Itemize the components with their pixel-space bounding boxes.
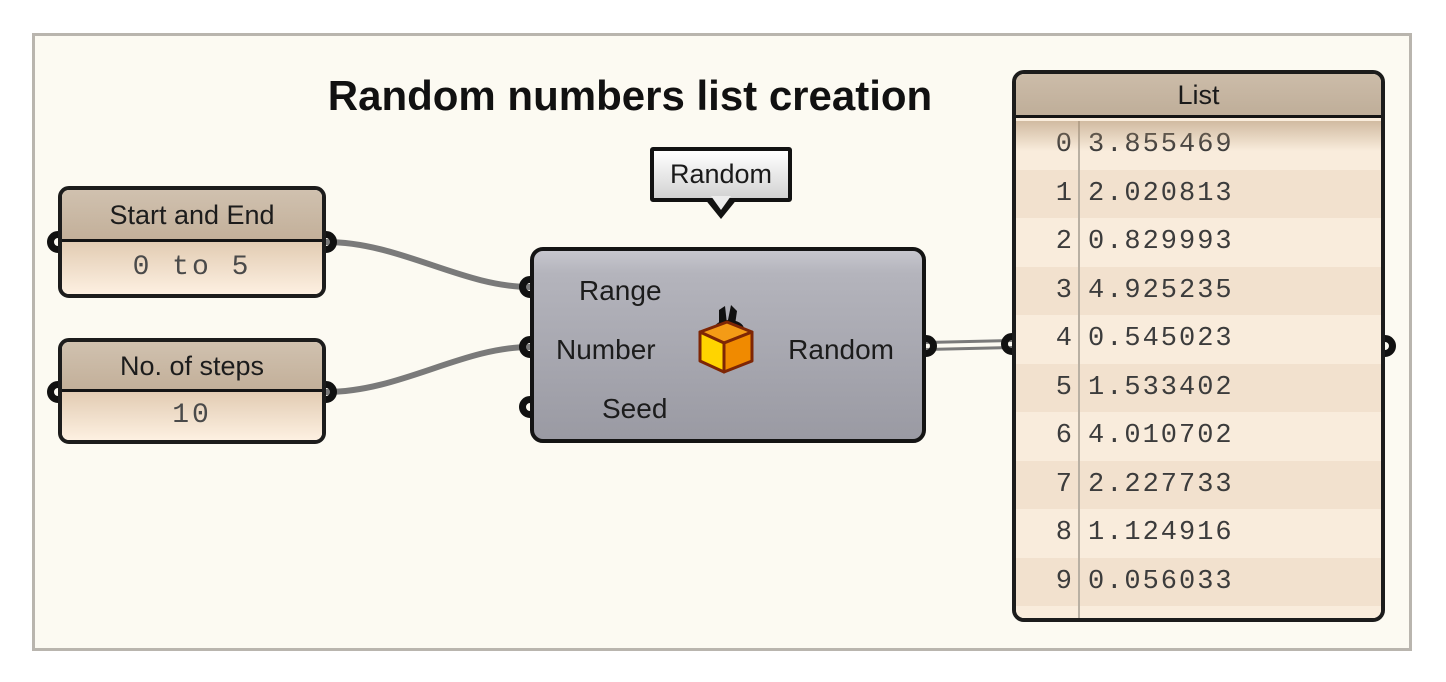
list-row: 5 1.533402 [1016, 363, 1381, 412]
panel-start-end-title: Start and End [62, 190, 322, 242]
list-body[interactable]: 03.855469 12.020813 20.829993 34.925235 … [1016, 121, 1381, 618]
row-index: 5 [1055, 372, 1072, 403]
box-right-face [722, 330, 754, 374]
list-row: 6 4.010702 [1016, 412, 1381, 461]
panel-no-of-steps[interactable]: No. of steps 10 [58, 338, 326, 444]
list-row: 7 2.227733 [1016, 460, 1381, 509]
panel-start-end-value[interactable]: 0 to 5 [62, 242, 322, 294]
row-index: 6 [1055, 421, 1072, 451]
row-index: 7 [1055, 469, 1072, 500]
list-top-shadow [1016, 121, 1381, 151]
row-value: 1.533402 [1088, 372, 1234, 403]
list-row: 9 0.056033 [1016, 557, 1381, 606]
random-component[interactable]: Range Number Seed Random [530, 247, 926, 443]
input-label-number[interactable]: Number [556, 334, 656, 365]
row-index: 2 [1055, 227, 1072, 257]
tooltip-pointer-fill [711, 196, 731, 210]
list-row: 8 1.124916 [1016, 509, 1381, 558]
panel-no-of-steps-title: No. of steps [62, 342, 322, 392]
row-value: 2.227733 [1088, 469, 1234, 500]
list-row: 3 4.925235 [1016, 266, 1381, 315]
row-value: 0.829993 [1088, 227, 1234, 257]
index-column-separator [1078, 121, 1080, 618]
row-value: 2.020813 [1088, 178, 1234, 209]
panel-no-of-steps-value[interactable]: 10 [62, 392, 322, 440]
list-rows: 03.855469 12.020813 20.829993 34.925235 … [1016, 121, 1381, 606]
page-title: Random numbers list creation [327, 72, 933, 119]
row-index: 4 [1055, 324, 1072, 354]
list-panel-title: List [1016, 74, 1381, 118]
row-value: 0.056033 [1088, 566, 1234, 597]
list-row: 1 2.020813 [1016, 169, 1381, 218]
row-index: 8 [1055, 518, 1072, 548]
list-row: 2 0.829993 [1016, 218, 1381, 267]
row-value: 0.545023 [1088, 324, 1234, 354]
row-value: 4.925235 [1088, 275, 1234, 306]
row-value: 4.010702 [1088, 421, 1234, 451]
row-index: 1 [1055, 178, 1072, 209]
panel-start-end[interactable]: Start and End 0 to 5 [58, 186, 326, 298]
output-label-random[interactable]: Random [788, 334, 894, 365]
list-output-panel[interactable]: List 03.855469 12.020813 20.829993 34.92… [1012, 70, 1385, 622]
random-box-icon [698, 305, 754, 374]
list-row: 4 0.545023 [1016, 315, 1381, 364]
component-tooltip: Random [650, 147, 792, 202]
row-index: 3 [1055, 275, 1072, 306]
input-label-range[interactable]: Range [579, 275, 662, 306]
row-value: 1.124916 [1088, 518, 1234, 548]
row-index: 9 [1055, 566, 1072, 597]
input-label-seed[interactable]: Seed [602, 393, 668, 424]
